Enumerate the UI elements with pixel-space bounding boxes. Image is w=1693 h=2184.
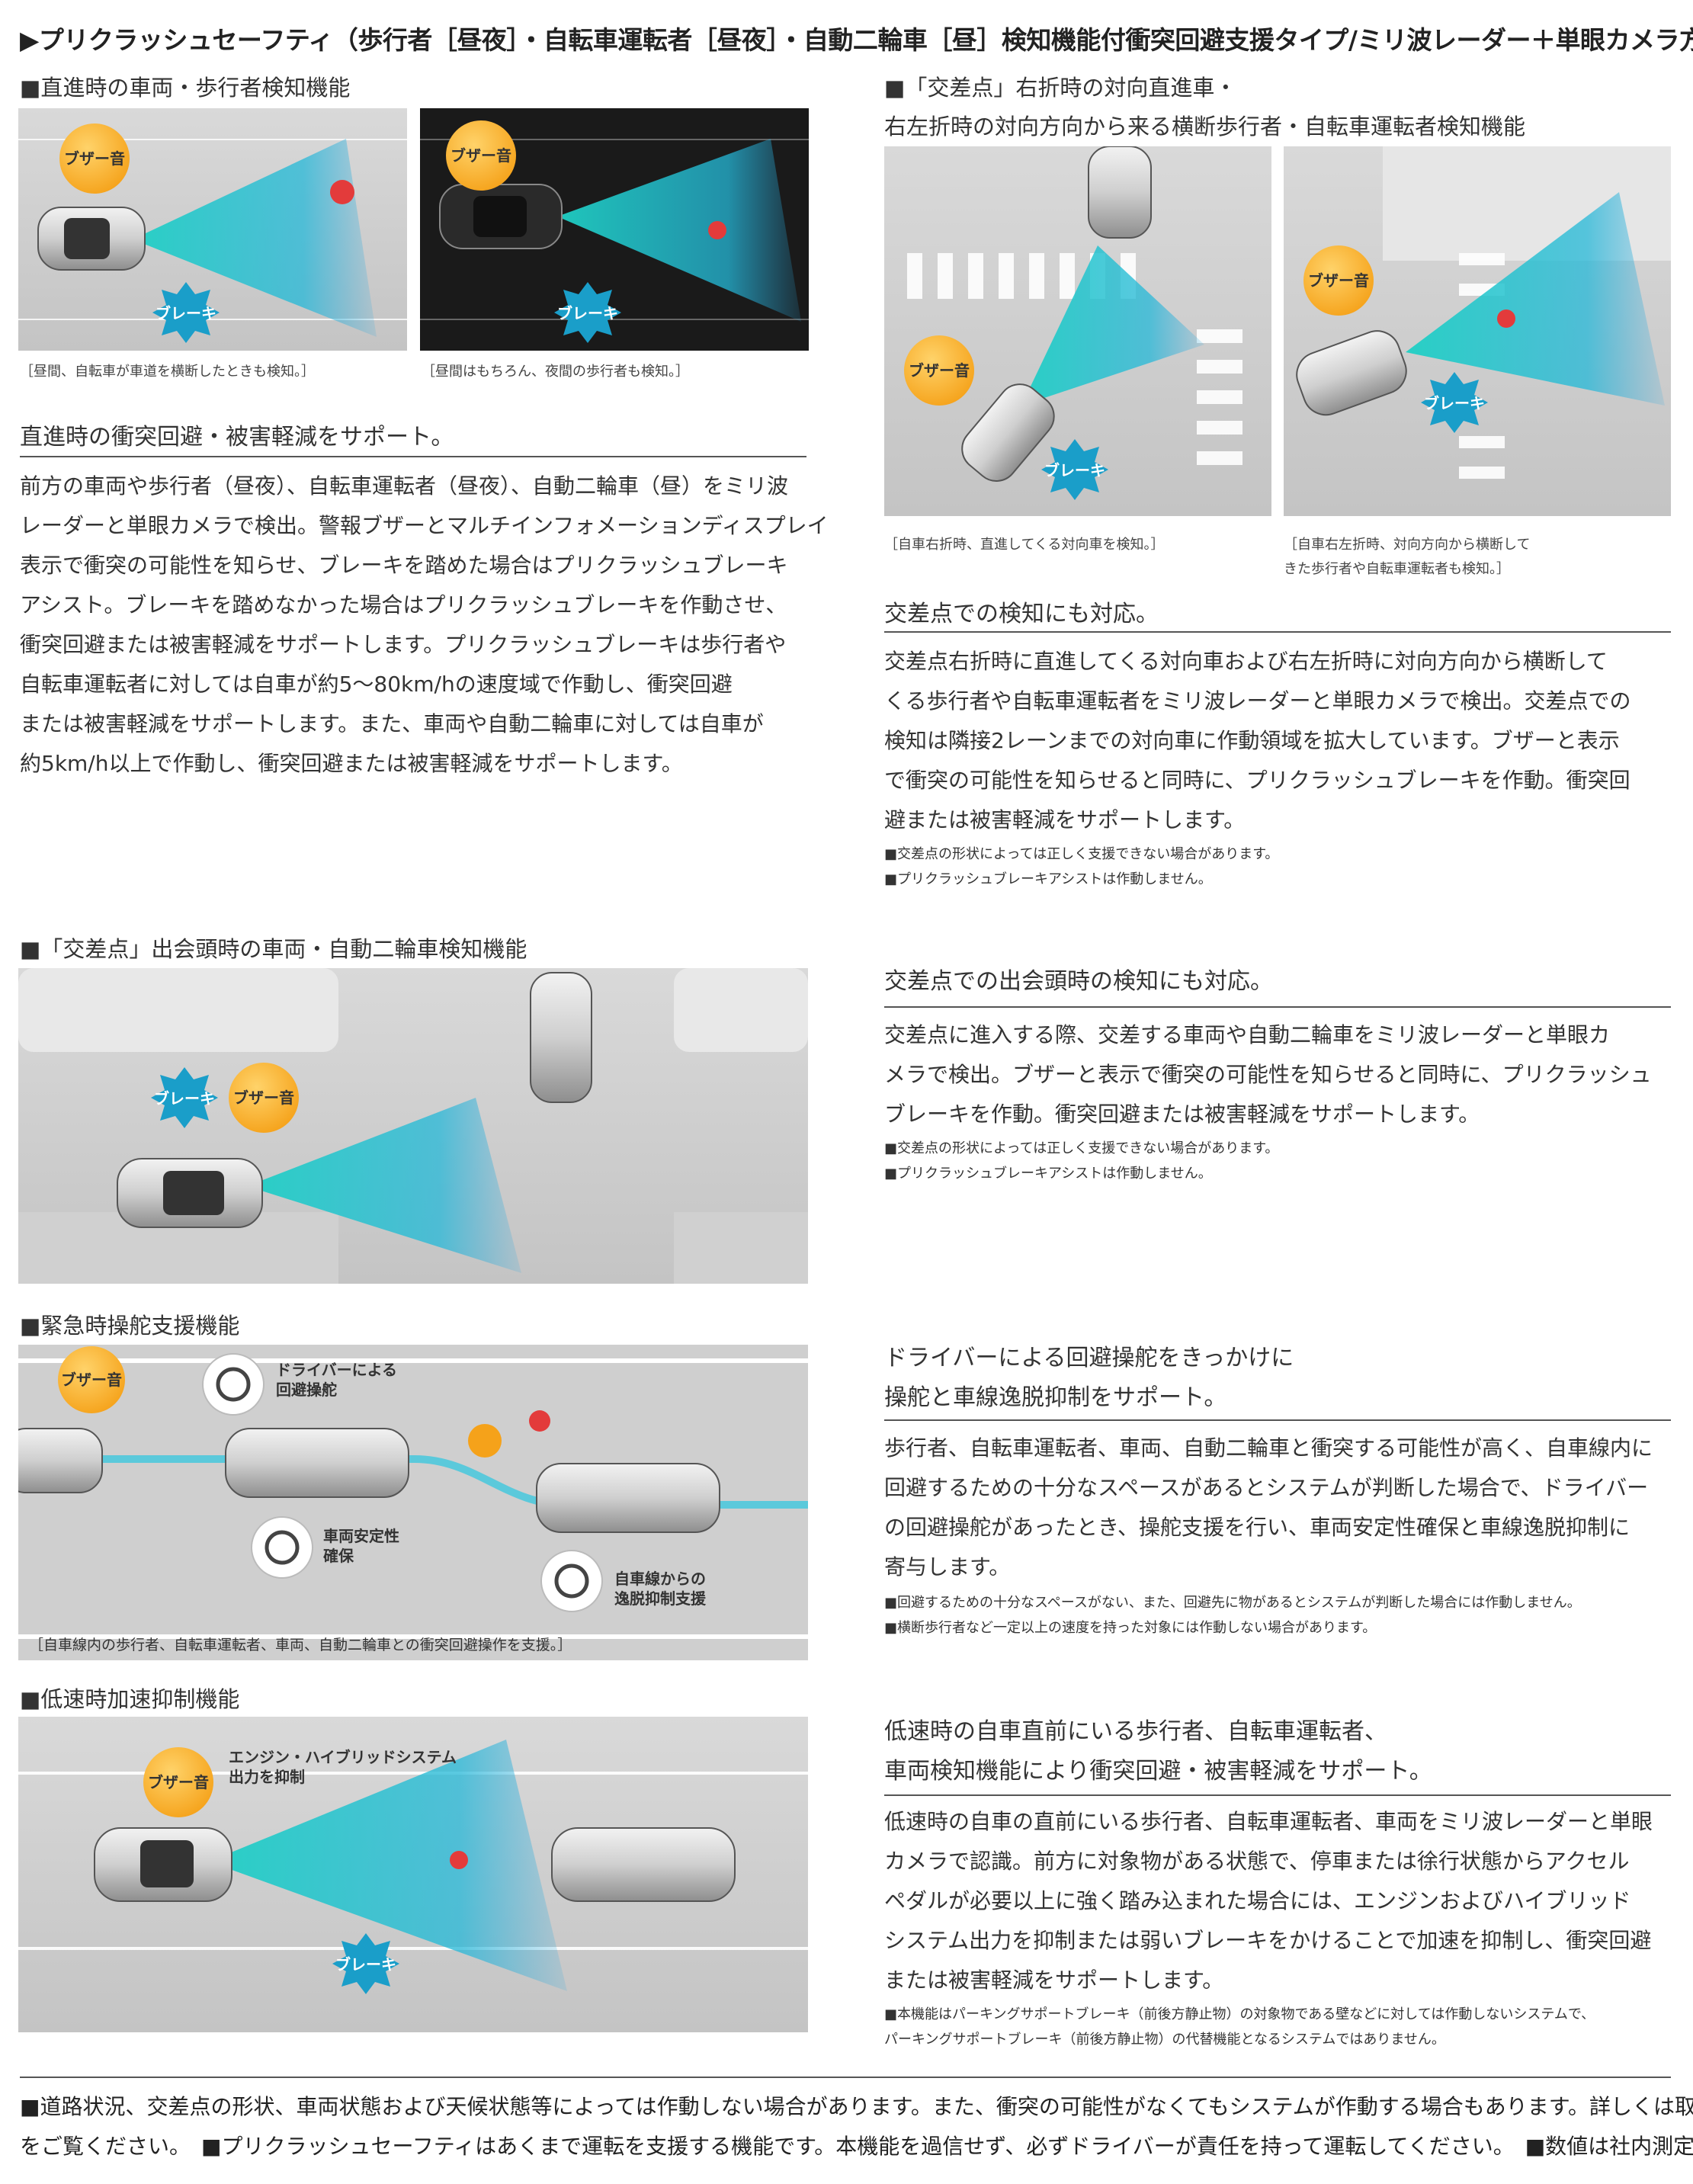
illustration-straight-day: ブザー音 ブレーキ <box>18 108 407 351</box>
illustration-lowspeed: ブザー音 エンジン・ハイブリッドシステム 出力を抑制 ブレーキ <box>18 1717 808 2032</box>
label-engine-1: エンジン・ハイブリッドシステム <box>229 1748 457 1766</box>
steering-wheel-icon <box>216 1367 251 1402</box>
label-stability-2: 確保 <box>323 1547 354 1565</box>
divider <box>884 1794 1671 1796</box>
body-crossing: 交差点に進入する際、交差する車両や自動二輪車をミリ波レーダーと単眼カ メラで検出… <box>884 1022 1652 1127</box>
body-straight: 前方の車両や歩行者（昼夜）、自転車運転者（昼夜）、自動二輪車（昼）をミリ波 レー… <box>20 473 829 776</box>
notes-lowspeed: ■本機能はパーキングサポートブレーキ（前後方静止物）の対象物である壁などに対して… <box>884 2006 1595 2048</box>
caption-steering: ［自車線内の歩行者、自転車運転者、車両、自動二輪車との衝突回避操作を支援。］ <box>29 1637 572 1653</box>
heading-lowspeed-2: 車両検知機能により衝突回避・被害軽減をサポート。 <box>884 1758 1432 1785</box>
illustration-straight-night: ブザー音 ブレーキ <box>420 108 809 351</box>
pedestrian-icon <box>708 221 726 239</box>
divider <box>20 456 806 457</box>
caption-straight-day: ［昼間、自転車が車道を横断したときも検知。］ <box>20 364 315 380</box>
caption-right-turn-pedestrian-1: ［自車右左折時、対向方向から横断して <box>1284 537 1531 553</box>
label-stability-1: 車両安定性 <box>323 1527 399 1545</box>
label-engine-2: 出力を抑制 <box>229 1768 305 1786</box>
section-title-right-turn-1: ■「交差点」右折時の対向直進車・ <box>884 75 1237 101</box>
heading-lowspeed-1: 低速時の自車直前にいる歩行者、自転車運転者、 <box>884 1718 1387 1745</box>
brake-label: ブレーキ <box>156 304 216 322</box>
brake-label: ブレーキ <box>1424 394 1485 412</box>
label-lane-1: 自車線からの <box>614 1570 706 1588</box>
caption-right-turn-pedestrian-2: きた歩行者や自転車運転者も検知。］ <box>1284 561 1510 577</box>
divider <box>884 631 1671 633</box>
section-title-right-turn-2: 右左折時の対向方向から来る横断歩行者・自転車運転者検知機能 <box>884 114 1526 140</box>
label-driver-steer-2: 回避操舵 <box>276 1381 337 1399</box>
label-lane-2: 逸脱抑制支援 <box>614 1589 707 1608</box>
pedestrian-icon <box>529 1410 550 1432</box>
pedestrian-icon <box>450 1851 468 1869</box>
buzzer-label: ブザー音 <box>233 1089 294 1107</box>
divider <box>884 1006 1671 1008</box>
body-lowspeed: 低速時の自車の直前にいる歩行者、自転車運転者、車両をミリ波レーダーと単眼 カメラ… <box>884 1809 1653 1993</box>
steering-wheel-icon <box>265 1530 300 1565</box>
heading-steering-1: ドライバーによる回避操舵をきっかけに <box>884 1345 1294 1371</box>
section-title-crossing: ■「交差点」出会頭時の車両・自動二輪車検知機能 <box>20 936 527 962</box>
heading-right-turn: 交差点での検知にも対応。 <box>884 601 1159 627</box>
brake-label: ブレーキ <box>335 1955 396 1974</box>
cyclist-icon <box>330 180 354 204</box>
brake-label: ブレーキ <box>1044 461 1105 479</box>
section-title-lowspeed: ■低速時加速抑制機能 <box>20 1686 240 1712</box>
notes-steering: ■回避するための十分なスペースがない、また、回避先に物があるとシステムが判断した… <box>884 1595 1581 1636</box>
buzzer-label: ブザー音 <box>61 1371 122 1389</box>
illustration-right-turn-pedestrian: ブザー音 ブレーキ <box>1284 146 1671 516</box>
footer-disclaimer: ■道路状況、交差点の形状、車両状態および天候状態等によっては作動しない場合があり… <box>20 2094 1693 2159</box>
label-driver-steer-1: ドライバーによる <box>276 1361 397 1379</box>
brake-label: ブレーキ <box>557 304 618 322</box>
section-title-steering: ■緊急時操舵支援機能 <box>20 1313 240 1339</box>
body-steering: 歩行者、自転車運転者、車両、自動二輪車と衝突する可能性が高く、自車線内に 回避す… <box>884 1435 1653 1579</box>
divider <box>884 1419 1671 1421</box>
notes-right-turn: ■交差点の形状によっては正しく支援できない場合があります。 ■プリクラッシュブレ… <box>884 846 1279 887</box>
pedestrian-icon <box>1497 309 1515 328</box>
footer-divider <box>20 2077 1671 2078</box>
heading-crossing: 交差点での出会頭時の検知にも対応。 <box>884 968 1273 995</box>
notes-crossing: ■交差点の形状によっては正しく支援できない場合があります。 ■プリクラッシュブレ… <box>884 1140 1279 1182</box>
buzzer-label: ブザー音 <box>1308 271 1369 290</box>
main-title: ▶プリクラッシュセーフティ（歩行者［昼夜］・自転車運転者［昼夜］・自動二輪車［昼… <box>20 25 1693 55</box>
section-title-straight: ■直進時の車両・歩行者検知機能 <box>20 75 351 101</box>
steering-wheel-icon <box>554 1563 589 1599</box>
illustration-crossing: ブレーキ ブザー音 <box>18 968 808 1284</box>
buzzer-label: ブザー音 <box>451 146 511 165</box>
buzzer-label: ブザー音 <box>909 361 970 380</box>
buzzer-label: ブザー音 <box>148 1773 209 1791</box>
body-right-turn: 交差点右折時に直進してくる対向車および右左折時に対向方向から横断して くる歩行者… <box>884 649 1631 832</box>
heading-steering-2: 操舵と車線逸脱抑制をサポート。 <box>884 1384 1227 1411</box>
illustration-steering: ブザー音 ドライバーによる 回避操舵 車両安定性 確保 自車線からの 逸脱抑制支… <box>18 1345 808 1660</box>
illustration-right-turn-oncoming: ブザー音 ブレーキ <box>884 146 1271 516</box>
brake-label: ブレーキ <box>154 1089 215 1108</box>
caption-right-turn-oncoming: ［自車右折時、直進してくる対向車を検知。］ <box>884 537 1165 553</box>
buzzer-label: ブザー音 <box>64 149 125 168</box>
caption-straight-night: ［昼間はもちろん、夜間の歩行者も検知。］ <box>422 364 689 380</box>
heading-straight: 直進時の衝突回避・被害軽減をサポート。 <box>20 424 454 451</box>
